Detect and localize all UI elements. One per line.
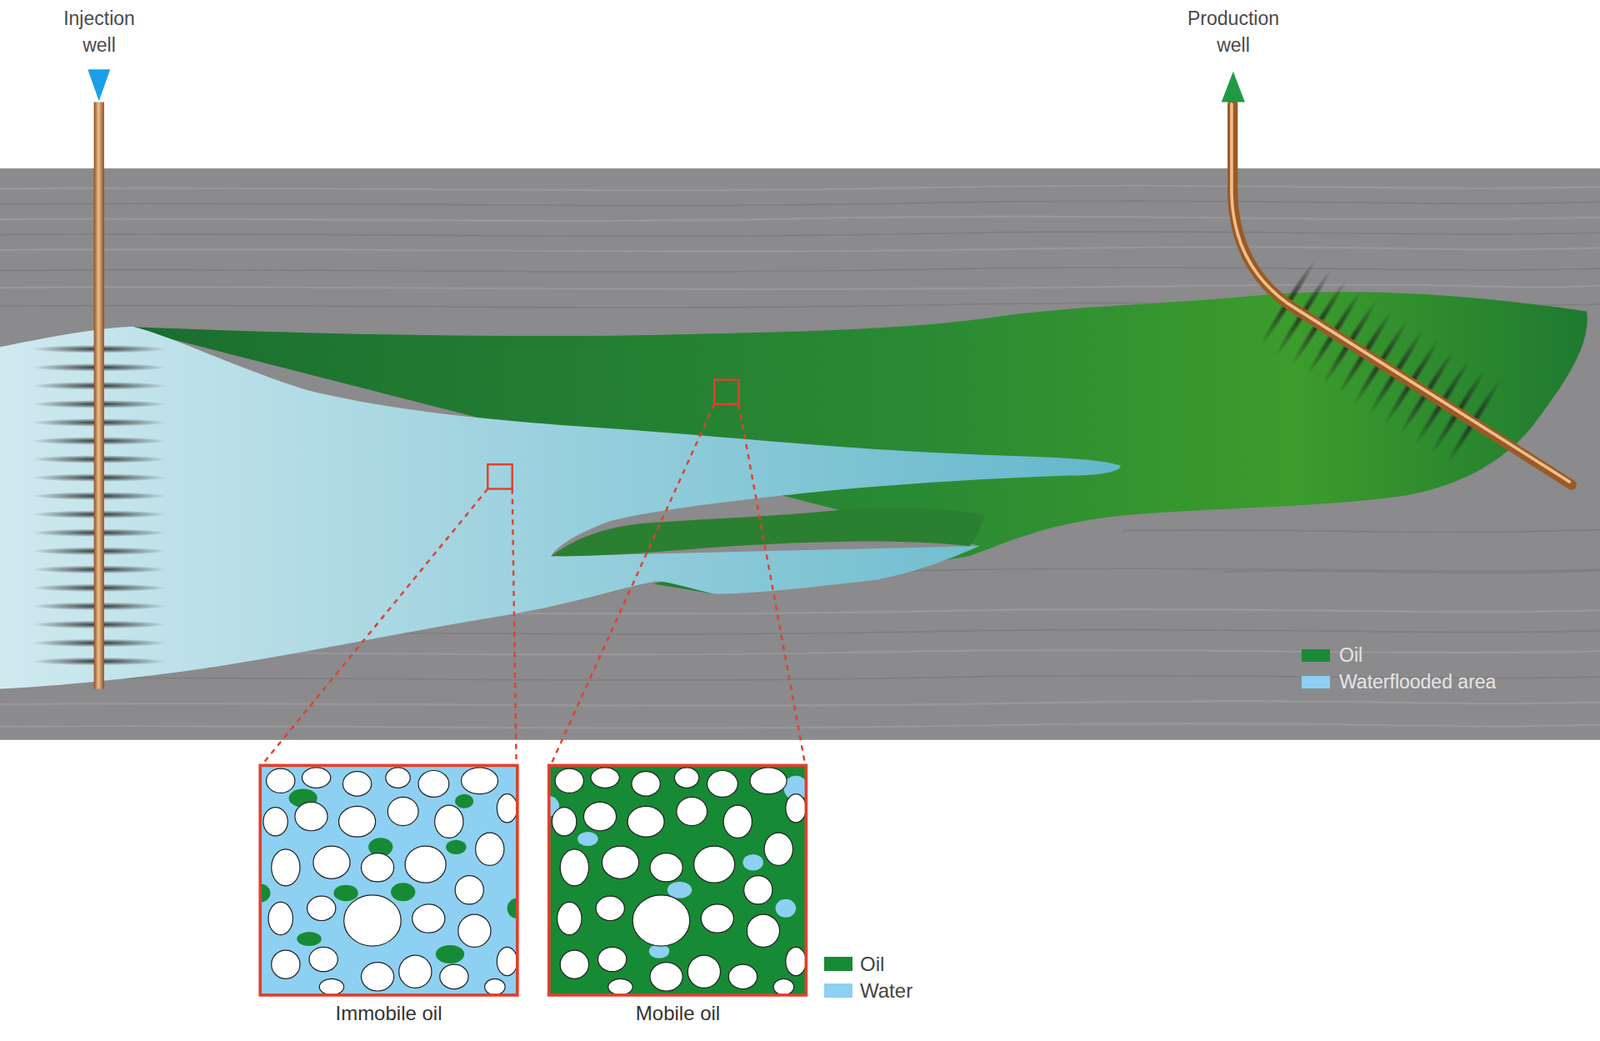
production-arrow xyxy=(1221,71,1245,103)
legend-text: Water xyxy=(860,979,913,1004)
legend-swatch xyxy=(824,983,853,998)
waterflooded-zone xyxy=(0,326,1121,690)
rock-layer xyxy=(0,168,1600,740)
inset-caption: Mobile oil xyxy=(515,1001,840,1025)
injection-well xyxy=(31,69,167,689)
legend-swatch xyxy=(824,956,853,971)
pore-inset-box: Mobile oil xyxy=(549,765,807,995)
legend-text: Oil xyxy=(860,952,885,977)
well-label: Injection well xyxy=(49,5,150,59)
inset-caption: Immobile oil xyxy=(226,1001,551,1025)
pore-inset-mobile xyxy=(539,765,809,995)
legend-swatch xyxy=(1301,649,1330,662)
zoom-markers xyxy=(262,380,805,765)
well-label: Production well xyxy=(1175,5,1292,59)
legend-text: Oil xyxy=(1339,644,1363,668)
pore-inset-box: Immobile oil xyxy=(260,765,518,995)
production-well xyxy=(1221,71,1572,485)
injection-arrow xyxy=(87,69,110,101)
legend-text: Waterflooded area xyxy=(1339,670,1496,695)
bypassed-oil xyxy=(550,507,985,556)
pore-inset-immobile xyxy=(250,765,528,995)
legend-swatch xyxy=(1301,675,1330,689)
